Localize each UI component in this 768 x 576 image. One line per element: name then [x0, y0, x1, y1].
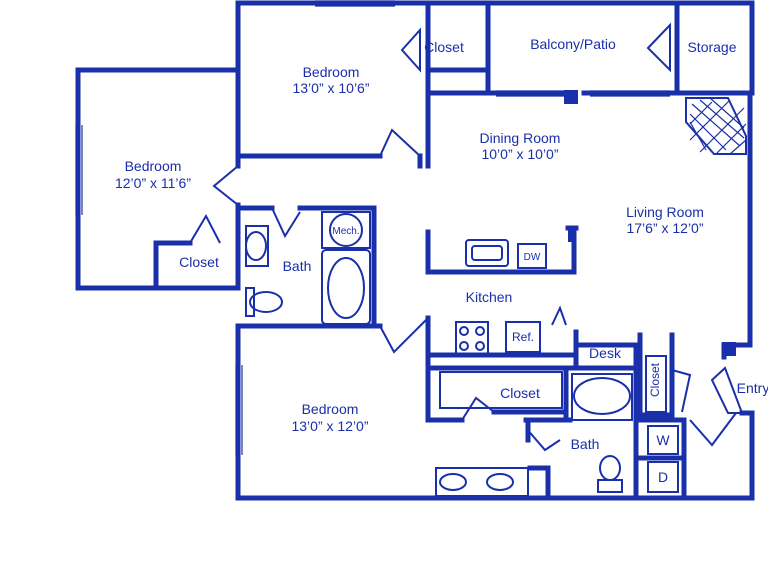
washer-icon — [647, 425, 679, 455]
bath-bottom-label: Bath — [571, 436, 600, 452]
bedroom-left-name: Bedroom — [125, 158, 182, 174]
toilet-icon — [599, 455, 621, 481]
dryer-icon — [647, 461, 679, 493]
bedroom-bottom-name: Bedroom — [302, 401, 359, 417]
bathtub-icon — [327, 257, 365, 319]
entry-label: Entry — [737, 380, 768, 396]
closet-top-label: Closet — [424, 39, 464, 55]
balcony-label: Balcony/Patio — [530, 36, 616, 52]
ref-label: Ref. — [512, 330, 534, 344]
toilet-icon — [249, 291, 283, 313]
closet-mid-label: Closet — [500, 385, 540, 401]
washer-label: W — [656, 432, 670, 448]
sink-icon — [439, 473, 467, 491]
mech-label: Mech. — [332, 226, 359, 237]
living-room-name: Living Room — [626, 204, 704, 220]
bath-bottom-fixtures — [435, 355, 679, 497]
kitchen-label: Kitchen — [466, 289, 513, 305]
bath-left-fixtures — [245, 211, 371, 325]
bedroom-top-name: Bedroom — [303, 64, 360, 80]
closet-entry-label: Closet — [648, 362, 662, 397]
doors — [189, 22, 744, 452]
bathtub-icon — [573, 377, 631, 415]
storage-label: Storage — [687, 39, 736, 55]
dryer-label: D — [658, 469, 668, 485]
hatched-feature — [685, 97, 747, 155]
bedroom-top-size: 13’0” x 10’6” — [292, 80, 369, 96]
dw-label: DW — [524, 252, 541, 263]
bedroom-left-size: 12’0” x 11’6” — [115, 175, 191, 191]
bedroom-bottom-size: 13’0” x 12’0” — [291, 418, 368, 434]
dining-room-size: 10’0” x 10’0” — [481, 146, 558, 162]
bath-left-label: Bath — [283, 258, 312, 274]
refrigerator-icon — [505, 321, 541, 353]
fixture-labels: Mech. DW Ref. W D — [332, 226, 670, 485]
kitchen-fixtures — [439, 239, 563, 409]
desk-label: Desk — [589, 345, 622, 361]
sink-icon — [245, 231, 267, 261]
sink-icon — [465, 239, 509, 267]
walls — [75, 0, 755, 501]
sink-icon — [486, 473, 514, 491]
closet-left-label: Closet — [179, 254, 219, 270]
room-labels: Bedroom 13’0” x 10’6” Bedroom 12’0” x 11… — [115, 36, 768, 452]
living-room-size: 17’6” x 12’0” — [626, 220, 703, 236]
stove-icon — [455, 321, 489, 355]
windows — [75, 0, 736, 455]
dining-room-name: Dining Room — [480, 130, 561, 146]
